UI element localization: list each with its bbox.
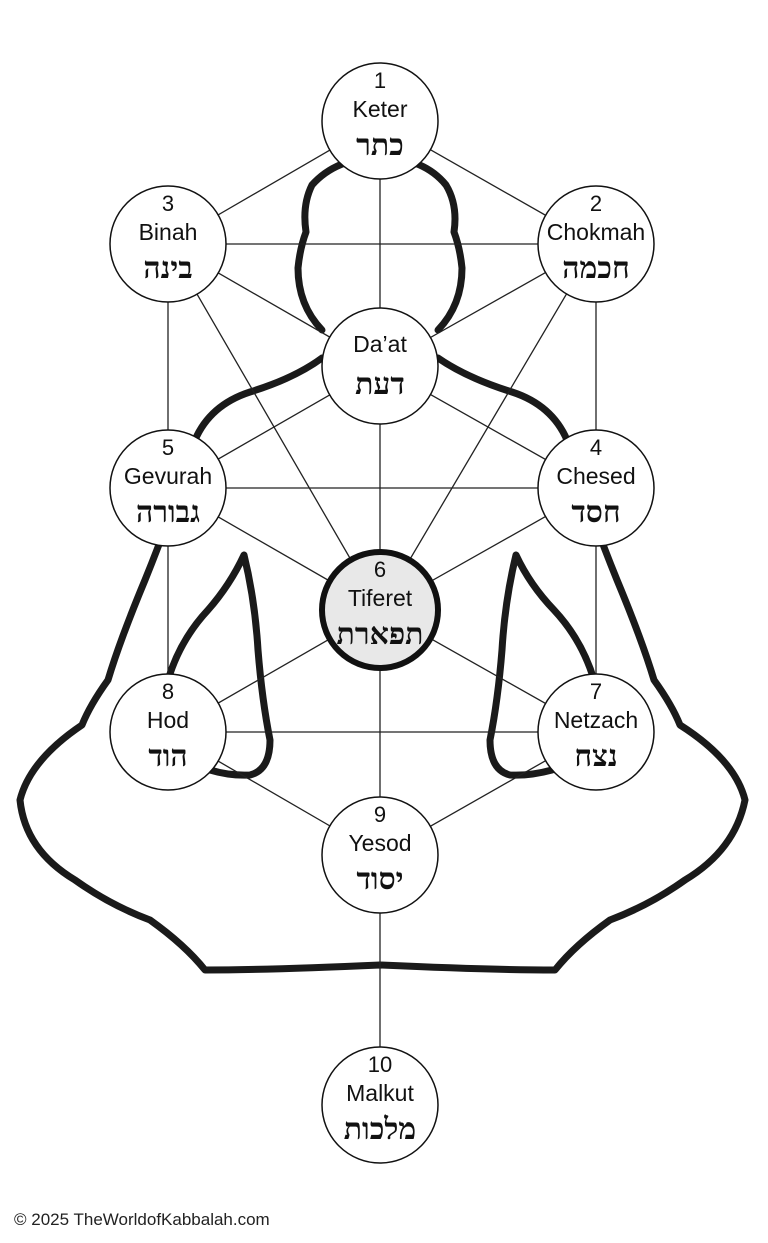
sefirah-circle bbox=[321, 307, 439, 425]
sefirah-number: 5 bbox=[162, 435, 174, 460]
sefirah-circle bbox=[109, 429, 227, 547]
copyright-notice: © 2025 TheWorldofKabbalah.com bbox=[14, 1210, 270, 1229]
sefirah-circle bbox=[321, 62, 439, 180]
sefirah-number: 2 bbox=[590, 191, 602, 216]
sefirah-number: 4 bbox=[590, 435, 602, 460]
sefirah-circle bbox=[321, 796, 439, 914]
sefirah-circle bbox=[537, 429, 655, 547]
sefirah-hebrew: יסוד bbox=[356, 862, 403, 897]
sefirah-name: Binah bbox=[139, 219, 198, 245]
sefirah-circle bbox=[109, 185, 227, 303]
sefirah-hebrew: חסד bbox=[571, 495, 620, 530]
sefirah-hebrew: דעת bbox=[355, 367, 405, 402]
sefirah-number: 10 bbox=[368, 1052, 392, 1077]
sefirah-name: Keter bbox=[353, 96, 408, 122]
sefirah-number: 8 bbox=[162, 679, 174, 704]
sefirah-name: Chesed bbox=[556, 463, 635, 489]
sefirah-name: Yesod bbox=[348, 830, 411, 856]
sefirah-name: Gevurah bbox=[124, 463, 212, 489]
sefirah-circle bbox=[537, 185, 655, 303]
sefirah-name: Netzach bbox=[554, 707, 638, 733]
sefirah-number: 7 bbox=[590, 679, 602, 704]
sefirah-hebrew: גבורה bbox=[136, 495, 200, 530]
sefirah-hebrew: הוד bbox=[148, 739, 187, 774]
sefirah-hebrew: תפארת bbox=[337, 617, 424, 652]
sefirah-circle bbox=[109, 673, 227, 791]
sefirah-hebrew: חכמה bbox=[562, 251, 629, 286]
sefirah-number: 3 bbox=[162, 191, 174, 216]
sefirah-daat: Da’at דעת bbox=[321, 307, 439, 425]
sefirah-circle bbox=[537, 673, 655, 791]
sefirah-name: Chokmah bbox=[547, 219, 645, 245]
sefirah-hebrew: מלכות bbox=[344, 1112, 416, 1147]
sefirah-hebrew: כתר bbox=[356, 128, 404, 163]
sefirah-number: 6 bbox=[374, 557, 386, 582]
sefirah-name: Da’at bbox=[353, 331, 407, 357]
sefirah-circle bbox=[321, 1046, 439, 1164]
sefirah-circle bbox=[319, 549, 441, 671]
sefirah-name: Hod bbox=[147, 707, 189, 733]
sefirah-number: 1 bbox=[374, 68, 386, 93]
sefirah-number: 9 bbox=[374, 802, 386, 827]
sefirah-hebrew: נצח bbox=[574, 739, 617, 774]
sefirah-name: Tiferet bbox=[348, 585, 413, 611]
sefirah-name: Malkut bbox=[346, 1080, 414, 1106]
sefirah-hebrew: בינה bbox=[143, 251, 192, 286]
